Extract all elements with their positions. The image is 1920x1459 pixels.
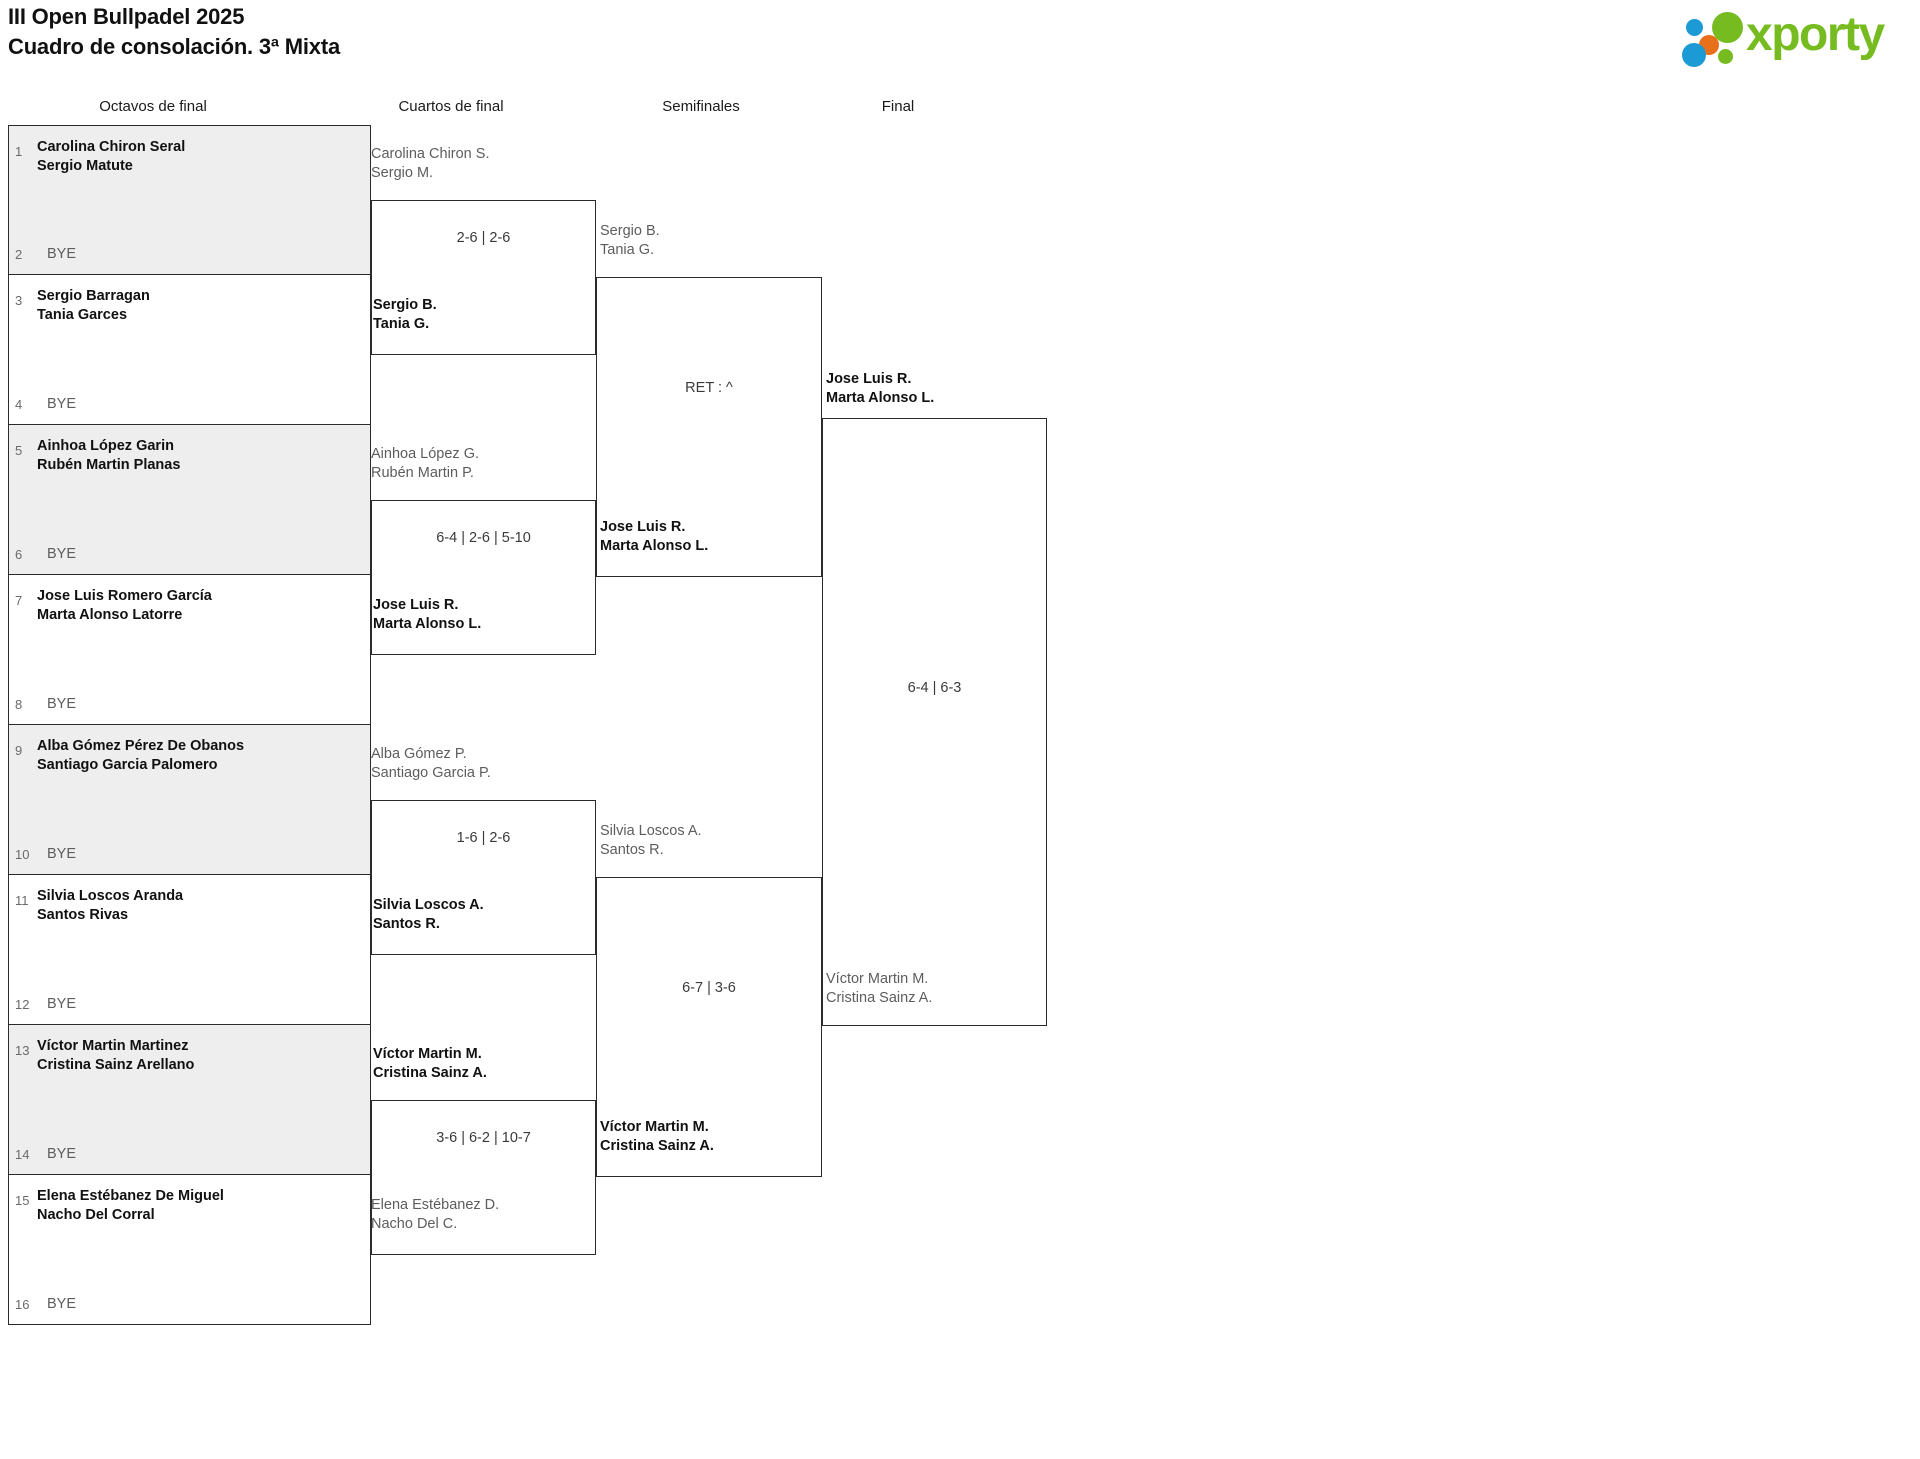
sf-match-2-top-entry[interactable]: Silvia Loscos A. Santos R. <box>600 823 702 858</box>
bye-label: BYE <box>47 246 77 262</box>
player-names: Sergio Barragan Tania Garces <box>37 288 150 323</box>
r1-slot-12[interactable]: 12 BYE <box>9 950 370 1025</box>
sf-match-1-frame[interactable] <box>596 277 822 577</box>
final-score: 6-4 | 6-3 <box>907 680 962 696</box>
round-header-octavos: Octavos de final <box>99 98 207 115</box>
round-header-semifinales: Semifinales <box>662 98 740 115</box>
sf-match-1-bottom-entry[interactable]: Jose Luis R. Marta Alonso L. <box>600 519 709 554</box>
final-match-frame[interactable] <box>822 418 1047 1026</box>
r1-slot-14[interactable]: 14 BYE <box>9 1100 370 1175</box>
r1-slot-7[interactable]: 7 Jose Luis Romero García Marta Alonso L… <box>9 575 370 650</box>
qf-match-3-frame[interactable] <box>371 800 596 955</box>
qf-match-2-bottom-entry[interactable]: Jose Luis R. Marta Alonso L. <box>373 597 482 632</box>
qf-match-1-score: 2-6 | 2-6 <box>456 230 511 246</box>
sf-match-2-score: 6-7 | 3-6 <box>682 980 736 996</box>
r1-match-3[interactable]: 5 Ainhoa López Garin Rubén Martin Planas… <box>8 425 371 575</box>
r1-slot-10[interactable]: 10 BYE <box>9 800 370 875</box>
logo-dots-icon <box>1680 8 1760 67</box>
logo-dot-blue-small <box>1686 19 1703 36</box>
final-bottom-entry[interactable]: Víctor Martin M. Cristina Sainz A. <box>826 971 933 1006</box>
seed-number: 3 <box>15 293 23 308</box>
player-names: Alba Gómez Pérez De Obanos Santiago Garc… <box>37 738 245 773</box>
sf-match-1-top-entry[interactable]: Sergio B. Tania G. <box>600 223 660 258</box>
r1-slot-3[interactable]: 3 Sergio Barragan Tania Garces <box>9 275 370 350</box>
qf-match-2-frame[interactable] <box>371 500 596 655</box>
title-line-1: III Open Bullpadel 2025 <box>8 4 245 29</box>
sf-match-2-frame[interactable] <box>596 877 822 1177</box>
player-names: Ainhoa López Garin Rubén Martin Planas <box>37 438 181 473</box>
qf-match-4-bottom-entry[interactable]: Elena Estébanez D. Nacho Del C. <box>371 1197 500 1232</box>
qf-match-3-top-entry[interactable]: Alba Gómez P. Santiago Garcia P. <box>371 746 491 781</box>
player-names: Jose Luis Romero García Marta Alonso Lat… <box>37 588 212 623</box>
bye-label: BYE <box>47 696 77 712</box>
r1-slot-16[interactable]: 16 BYE <box>9 1250 370 1325</box>
qf-match-4-score: 3-6 | 6-2 | 10-7 <box>436 1130 531 1146</box>
qf-match-1-bottom-entry[interactable]: Sergio B. Tania G. <box>373 297 437 332</box>
r1-slot-2[interactable]: 2 BYE <box>9 200 370 274</box>
r1-match-6[interactable]: 11 Silvia Loscos Aranda Santos Rivas 12 … <box>8 875 371 1025</box>
seed-number: 11 <box>15 893 29 908</box>
seed-number: 7 <box>15 593 23 608</box>
r1-slot-6[interactable]: 6 BYE <box>9 500 370 575</box>
logo-dot-green-large <box>1712 12 1743 43</box>
player-names: Elena Estébanez De Miguel Nacho Del Corr… <box>37 1188 224 1223</box>
player-names: Víctor Martin Martinez Cristina Sainz Ar… <box>37 1038 195 1073</box>
seed-number: 2 <box>15 247 23 262</box>
bye-label: BYE <box>47 846 77 862</box>
round-header-cuartos: Cuartos de final <box>398 98 504 115</box>
bye-label: BYE <box>47 1146 77 1162</box>
r1-match-2[interactable]: 3 Sergio Barragan Tania Garces 4 BYE <box>8 275 371 425</box>
r1-match-1[interactable]: 1 Carolina Chiron Seral Sergio Matute 2 … <box>8 125 371 275</box>
seed-number: 6 <box>15 547 23 562</box>
round-header-final: Final <box>881 98 915 115</box>
seed-number: 12 <box>15 997 30 1012</box>
qf-match-3-score: 1-6 | 2-6 <box>456 830 511 846</box>
r1-slot-5[interactable]: 5 Ainhoa López Garin Rubén Martin Planas <box>9 425 370 500</box>
logo-dot-blue-large <box>1682 43 1706 67</box>
seed-number: 15 <box>15 1193 30 1208</box>
bye-label: BYE <box>47 1296 77 1312</box>
r1-slot-11[interactable]: 11 Silvia Loscos Aranda Santos Rivas <box>9 875 370 950</box>
title-line-2: Cuadro de consolación. 3ª Mixta <box>8 34 341 59</box>
r1-slot-8[interactable]: 8 BYE <box>9 650 370 725</box>
bye-label: BYE <box>47 546 77 562</box>
bye-label: BYE <box>47 996 77 1012</box>
seed-number: 1 <box>15 144 23 159</box>
qf-match-3-bottom-entry[interactable]: Silvia Loscos A. Santos R. <box>373 897 484 932</box>
seed-number: 9 <box>15 743 23 758</box>
r1-match-4[interactable]: 7 Jose Luis Romero García Marta Alonso L… <box>8 575 371 725</box>
final-top-entry[interactable]: Jose Luis R. Marta Alonso L. <box>826 371 935 406</box>
sf-match-2-bottom-entry[interactable]: Víctor Martin M. Cristina Sainz A. <box>600 1119 714 1154</box>
seed-number: 10 <box>15 847 30 862</box>
player-names: Carolina Chiron Seral Sergio Matute <box>37 139 186 174</box>
seed-number: 16 <box>15 1297 30 1312</box>
r1-slot-4[interactable]: 4 BYE <box>9 350 370 425</box>
r1-match-7[interactable]: 13 Víctor Martin Martinez Cristina Sainz… <box>8 1025 371 1175</box>
xporty-logo[interactable]: xporty <box>1680 8 1908 67</box>
seed-number: 8 <box>15 697 23 712</box>
seed-number: 4 <box>15 397 23 412</box>
logo-dot-green-small <box>1718 49 1733 64</box>
sf-match-1-score: RET : ^ <box>685 380 733 396</box>
player-names: Silvia Loscos Aranda Santos Rivas <box>37 888 184 923</box>
qf-match-1-top-entry[interactable]: Carolina Chiron S. Sergio M. <box>371 146 490 181</box>
r1-match-5[interactable]: 9 Alba Gómez Pérez De Obanos Santiago Ga… <box>8 725 371 875</box>
qf-match-1-frame[interactable] <box>371 200 596 355</box>
seed-number: 14 <box>15 1147 30 1162</box>
page-header: III Open Bullpadel 2025 Cuadro de consol… <box>0 0 1920 80</box>
r1-slot-15[interactable]: 15 Elena Estébanez De Miguel Nacho Del C… <box>9 1175 370 1250</box>
qf-match-2-top-entry[interactable]: Ainhoa López G. Rubén Martin P. <box>371 446 480 481</box>
r1-match-8[interactable]: 15 Elena Estébanez De Miguel Nacho Del C… <box>8 1175 371 1325</box>
qf-match-4-top-entry[interactable]: Víctor Martin M. Cristina Sainz A. <box>373 1046 487 1081</box>
r1-slot-9[interactable]: 9 Alba Gómez Pérez De Obanos Santiago Ga… <box>9 725 370 800</box>
qf-match-4-frame[interactable] <box>371 1100 596 1255</box>
r1-slot-1[interactable]: 1 Carolina Chiron Seral Sergio Matute <box>9 126 370 200</box>
page-title: III Open Bullpadel 2025 Cuadro de consol… <box>8 2 340 62</box>
qf-match-2-score: 6-4 | 2-6 | 5-10 <box>436 530 531 546</box>
seed-number: 13 <box>15 1043 30 1058</box>
logo-wordmark: xporty <box>1746 8 1885 61</box>
bye-label: BYE <box>47 396 77 412</box>
seed-number: 5 <box>15 443 23 458</box>
r1-slot-13[interactable]: 13 Víctor Martin Martinez Cristina Sainz… <box>9 1025 370 1100</box>
